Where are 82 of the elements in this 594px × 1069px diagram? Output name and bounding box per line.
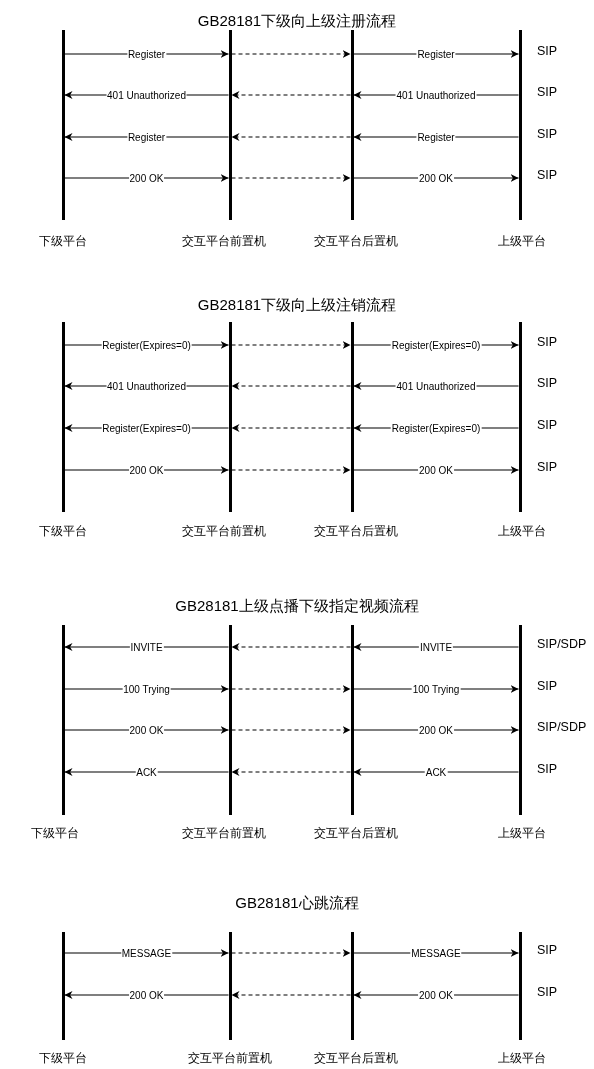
message-label: 200 OK [128,464,165,476]
protocol-label: SIP [537,85,558,99]
message-label: 401 Unauthorized [395,380,477,392]
message-label: Register [126,131,167,143]
message-label: 200 OK [418,724,454,736]
section-title: GB28181下级向上级注销流程 [197,296,397,315]
participant-label: 交互平台后置机 [314,1050,398,1067]
message-label: 200 OK [128,724,165,736]
dashed-arrow [230,133,352,141]
dashed-arrow [230,174,352,182]
protocol-label: SIP [537,127,558,141]
arrow [63,50,230,58]
dashed-arrow [230,768,352,776]
dashed-arrow [230,726,352,734]
dashed-arrow [230,991,352,999]
message-label: Register [416,48,456,60]
message-label: Register(Expires=0) [101,339,192,351]
arrow [352,50,520,58]
message-label: 200 OK [128,172,165,184]
protocol-label: SIP [537,985,558,999]
message-label: INVITE [418,641,454,653]
arrow [352,133,520,141]
dashed-arrow [230,91,352,99]
protocol-label: SIP [537,376,558,390]
protocol-label: SIP [537,943,558,957]
arrow [352,768,520,776]
participant-label: 下级平台 [39,523,87,540]
participant-label: 交互平台前置机 [182,523,266,540]
message-label: ACK [135,766,158,778]
message-label: ACK [424,766,448,778]
arrow [63,133,230,141]
protocol-label: SIP [537,679,558,693]
message-label: INVITE [129,641,164,653]
protocol-label: SIP [537,460,558,474]
message-label: Register(Expires=0) [390,422,482,434]
participant-label: 交互平台后置机 [314,523,398,540]
participant-label: 下级平台 [39,1050,87,1067]
protocol-label: SIP [537,335,558,349]
section-title: GB28181下级向上级注册流程 [197,12,397,31]
section-title: GB28181心跳流程 [235,894,359,913]
dashed-arrow [230,643,352,651]
message-label: 200 OK [418,172,454,184]
message-label: 200 OK [418,989,454,1001]
dashed-arrow [230,685,352,693]
message-label: 100 Trying [411,683,461,695]
protocol-label: SIP [537,168,558,182]
participant-label: 交互平台前置机 [188,1050,272,1067]
message-label: Register(Expires=0) [101,422,192,434]
participant-label: 交互平台前置机 [182,825,266,842]
participant-label: 交互平台后置机 [314,233,398,250]
message-label: 200 OK [128,989,165,1001]
dashed-arrow [230,949,352,957]
protocol-label: SIP/SDP [537,637,587,651]
dashed-arrow [230,50,352,58]
dashed-arrow [230,382,352,390]
message-label: 401 Unauthorized [106,380,187,392]
message-label: 401 Unauthorized [395,89,477,101]
participant-label: 下级平台 [39,233,87,250]
protocol-label: SIP [537,762,558,776]
dashed-arrow [230,466,352,474]
section-title: GB28181上级点播下级指定视频流程 [175,597,419,616]
participant-label: 上级平台 [498,825,546,842]
message-label: Register(Expires=0) [390,339,482,351]
message-label: Register [126,48,167,60]
message-label: 100 Trying [122,683,171,695]
protocol-label: SIP/SDP [537,720,587,734]
dashed-arrow [230,341,352,349]
message-label: 200 OK [418,464,454,476]
message-label: MESSAGE [120,947,173,959]
participant-label: 上级平台 [498,233,546,250]
arrow [63,768,230,776]
protocol-label: SIP [537,44,558,58]
message-label: MESSAGE [410,947,462,959]
message-label: 401 Unauthorized [106,89,187,101]
participant-label: 上级平台 [498,1050,546,1067]
message-label: Register [416,131,456,143]
dashed-arrow [230,424,352,432]
protocol-label: SIP [537,418,558,432]
participant-label: 交互平台前置机 [182,233,266,250]
participant-label: 下级平台 [31,825,79,842]
participant-label: 上级平台 [498,523,546,540]
participant-label: 交互平台后置机 [314,825,398,842]
